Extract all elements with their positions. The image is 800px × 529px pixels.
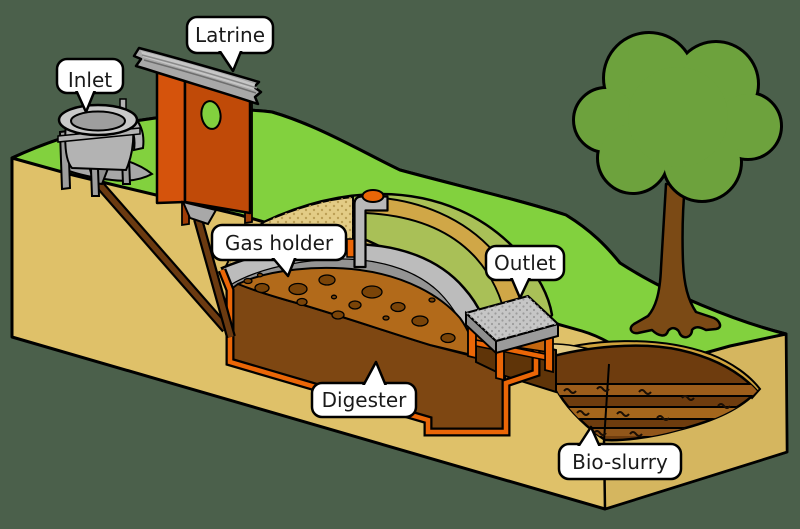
label-digester-text: Digester <box>322 388 408 412</box>
labels: Inlet Latrine Gas holder Outlet Digester <box>55 15 683 481</box>
label-outlet-tail <box>509 276 532 300</box>
label-bio-slurry-bubble-fill <box>561 446 679 477</box>
gas-pipe <box>353 189 389 269</box>
label-gas-holder: Gas holder <box>210 223 348 278</box>
label-latrine-bubble-fill <box>189 19 271 51</box>
label-gas-holder-tail <box>271 255 298 278</box>
latrine-structure <box>132 46 263 227</box>
latrine-roof-ridge1 <box>143 59 257 94</box>
inlet-pipe <box>95 181 229 331</box>
outlet-slab-dots <box>466 296 558 341</box>
slurry-bubbles <box>243 272 456 344</box>
outlet-structure <box>464 294 560 382</box>
label-bio-slurry-text: Bio-slurry <box>572 450 668 474</box>
label-outlet-text: Outlet <box>494 251 556 275</box>
pit-compost-marks <box>563 386 731 437</box>
label-gas-holder-text: Gas holder <box>225 231 334 255</box>
tree-trunk <box>629 182 722 339</box>
latrine-chute <box>181 200 218 226</box>
label-bio-slurry: Bio-slurry <box>557 425 683 481</box>
label-inlet-text: Inlet <box>68 68 112 92</box>
gas-pipe-body <box>353 195 389 269</box>
latrine-pipe <box>195 218 234 338</box>
latrine-wall-left <box>155 64 187 205</box>
latrine-roof <box>132 46 263 106</box>
label-latrine: Latrine <box>185 15 275 73</box>
label-latrine-text: Latrine <box>195 23 265 47</box>
label-inlet: Inlet <box>55 57 125 114</box>
label-inlet-bubble-fill <box>59 61 121 91</box>
tree <box>575 34 780 339</box>
label-outlet-bubble-fill <box>488 248 562 278</box>
label-digester-tail <box>361 360 388 387</box>
label-digester: Digester <box>310 360 418 419</box>
feed-pipes <box>94 179 236 339</box>
label-digester-bubble-fill <box>314 385 414 415</box>
bio-slurry-pit <box>525 340 762 442</box>
label-bio-slurry-tail <box>576 425 602 448</box>
label-outlet: Outlet <box>484 244 566 300</box>
latrine-roof-ridge2 <box>141 54 258 89</box>
label-gas-holder-bubble-fill <box>214 227 344 258</box>
inlet-structure <box>57 98 154 197</box>
label-latrine-tail <box>217 48 244 73</box>
inlet-bowl <box>70 110 126 132</box>
gas-valve-knob-icon <box>361 189 385 203</box>
label-inlet-tail <box>74 89 97 114</box>
latrine-hole <box>200 100 222 130</box>
